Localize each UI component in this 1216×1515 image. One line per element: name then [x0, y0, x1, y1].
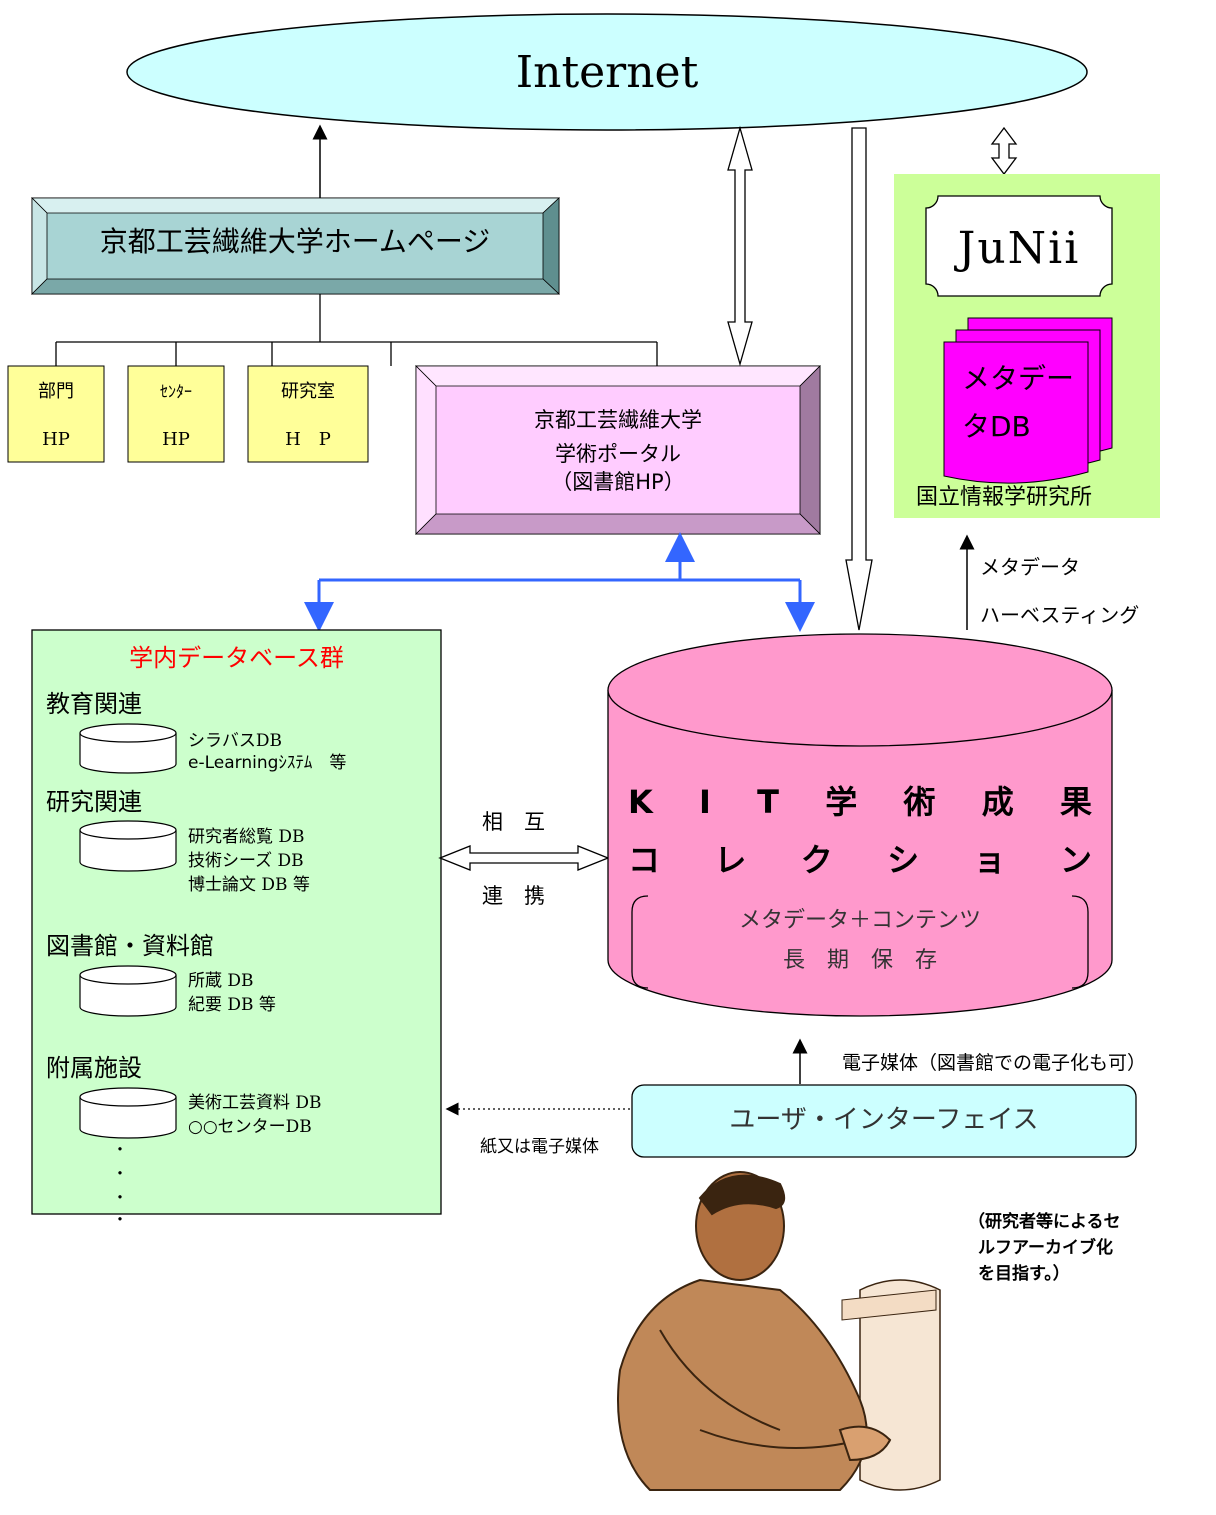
junii-plaque-shape	[925, 195, 1113, 297]
group-heading-research: 研究関連	[46, 788, 142, 816]
continuation-dot: ・	[112, 1188, 129, 1207]
kit-title-char: シ	[887, 841, 920, 879]
blue-connector	[304, 532, 815, 632]
sub-center-line1[interactable]: ｾﾝﾀｰ	[159, 382, 192, 401]
sub-lab-line2[interactable]: H P	[285, 429, 331, 450]
junii-org-label: 国立情報学研究所	[916, 485, 1093, 510]
kit-content-brackets	[631, 895, 1089, 989]
group-heading-education: 教育関連	[46, 690, 142, 718]
metadata-db-line1: メタデー	[962, 362, 1075, 395]
db-item-elearning[interactable]: e-Learningｼｽﾃﾑ 等	[188, 753, 347, 773]
homepage-label[interactable]: 京都工芸繊維大学ホームページ	[99, 225, 491, 258]
portal-line3[interactable]: （図書館HP）	[551, 470, 685, 494]
mutual-line2: 連 携	[482, 884, 545, 908]
harvest-line2: ハーベスティング	[980, 603, 1140, 627]
db-item-seeds[interactable]: 技術シーズ DB	[188, 851, 304, 871]
kit-title-char: レ	[714, 841, 747, 879]
homepage-box-shape	[31, 197, 561, 295]
kit-title-char: コ	[628, 841, 661, 879]
db-item-theses[interactable]: 博士論文 DB 等	[188, 875, 310, 895]
db-item-bulletin[interactable]: 紀要 DB 等	[188, 995, 276, 1015]
sub-lab-line1[interactable]: 研究室	[281, 381, 335, 402]
user-interface-label[interactable]: ユーザ・インターフェイス	[729, 1105, 1039, 1135]
kit-title-row1: K I T 学 術 成 果	[628, 782, 1092, 822]
harvest-line1: メタデータ	[980, 555, 1080, 579]
sub-center-line2[interactable]: HP	[162, 429, 190, 450]
sub-bumon-line1[interactable]: 部門	[38, 381, 74, 402]
kit-title-char: I	[699, 783, 711, 821]
kit-title-char: ョ	[973, 841, 1006, 879]
sub-box-bumon	[7, 365, 105, 463]
kit-title-char: ン	[1059, 841, 1092, 879]
db-item-holdings[interactable]: 所蔵 DB	[188, 971, 254, 991]
kit-title-char: 術	[903, 783, 936, 821]
kit-title-char: ク	[800, 841, 833, 879]
group-heading-library: 図書館・資料館	[46, 932, 214, 960]
continuation-dot: ・	[112, 1210, 129, 1229]
mutual-line1: 相 互	[482, 810, 545, 834]
kit-content-line2: 長 期 保 存	[782, 948, 937, 973]
db-item-researchers[interactable]: 研究者総覧 DB	[188, 827, 305, 847]
group-heading-facilities: 附属施設	[46, 1054, 142, 1082]
self-archive-line1: （研究者等によるセ	[968, 1212, 1121, 1232]
internet-kit-down-arrow	[845, 127, 873, 631]
self-archive-line3: を目指す。）	[978, 1264, 1070, 1284]
self-archive-line2: ルフアーカイブ化	[978, 1238, 1113, 1258]
db-item-center[interactable]: ○○センターDB	[188, 1117, 312, 1137]
continuation-dot: ・	[112, 1140, 129, 1159]
sub-box-center	[127, 365, 225, 463]
paper-media-label: 紙又は電子媒体	[480, 1137, 599, 1157]
db-item-syllabus[interactable]: シラバスDB	[188, 731, 282, 751]
db-item-arts[interactable]: 美術工芸資料 DB	[188, 1093, 322, 1113]
campus-db-cylinders	[79, 723, 177, 1139]
internet-label: Internet	[515, 47, 699, 98]
kit-title-char: 学	[825, 783, 858, 821]
researcher-illustration	[617, 1171, 941, 1491]
kit-title-row2: コ レ ク シ ョ ン	[628, 840, 1092, 880]
portal-internet-double-arrow	[727, 125, 753, 367]
junii-internet-double-arrow	[990, 126, 1018, 176]
kit-content-line1: メタデータ＋コンテンツ	[738, 908, 981, 933]
kit-cylinder-shape	[607, 633, 1113, 1017]
campus-db-title: 学内データベース群	[129, 644, 344, 672]
kit-title-char: 成	[981, 783, 1014, 821]
sub-bumon-line2[interactable]: HP	[42, 429, 70, 450]
kit-title-char: 果	[1059, 783, 1092, 821]
kit-title-char: T	[757, 783, 779, 821]
metadata-db-stack	[943, 317, 1113, 484]
junii-label[interactable]: JuNii	[957, 223, 1081, 274]
portal-line2[interactable]: 学術ポータル	[555, 442, 681, 466]
internet-cloud	[126, 13, 1088, 131]
metadata-db-line2: タDB	[962, 410, 1031, 443]
portal-box-shape	[415, 365, 821, 535]
electronic-media-label: 電子媒体（図書館での電子化も可）	[842, 1052, 1147, 1074]
ui-box	[631, 1084, 1137, 1158]
homepage-tree-lines	[55, 294, 658, 366]
continuation-dot: ・	[112, 1164, 129, 1183]
mutual-double-arrow	[438, 845, 610, 871]
kit-title-char: K	[628, 783, 653, 821]
portal-line1[interactable]: 京都工芸繊維大学	[534, 408, 702, 432]
sub-box-lab	[247, 365, 369, 463]
